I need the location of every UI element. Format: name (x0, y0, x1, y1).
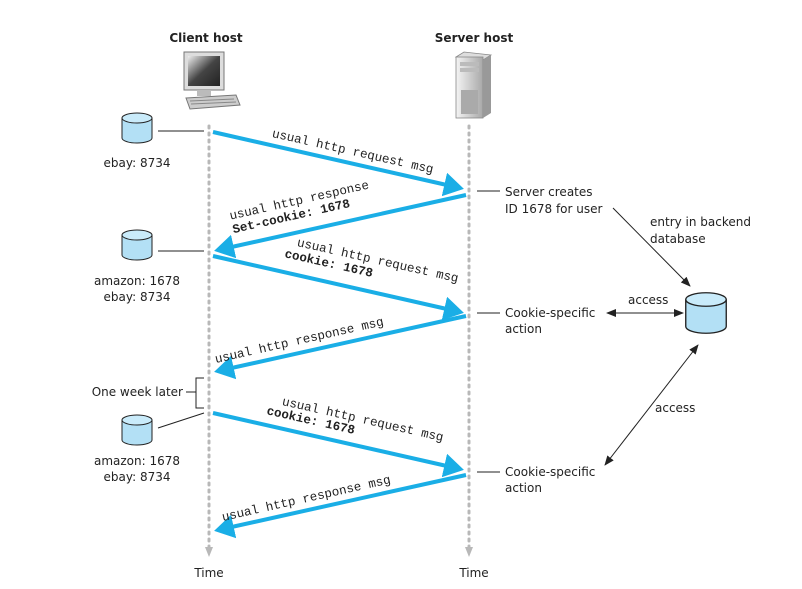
client-host-label: Client host (169, 31, 243, 45)
svg-text:Cookie-specific: Cookie-specific (505, 465, 595, 479)
client-cookie-file-3: amazon: 1678 ebay: 8734 (94, 412, 205, 484)
client-computer-icon (183, 51, 241, 110)
access-arrow-2 (604, 344, 699, 466)
message-arrows (212, 130, 467, 539)
server-note-2: Cookie-specific action (477, 306, 595, 336)
message-arrow-1 (212, 130, 464, 197)
svg-text:ebay: 8734: ebay: 8734 (104, 470, 171, 484)
database-icon (685, 292, 727, 334)
server-note-3: Cookie-specific action (477, 465, 595, 495)
server-tower-icon (454, 51, 493, 119)
message-arrow-3 (212, 254, 464, 321)
svg-text:database: database (650, 232, 706, 246)
backend-database: entry in backend database access access (604, 207, 751, 466)
one-week-later-bracket: One week later (92, 377, 204, 409)
server-time-label: Time (458, 566, 488, 580)
database-icon (121, 414, 153, 446)
svg-text:amazon: 1678: amazon: 1678 (94, 274, 180, 288)
entry-arrow (612, 207, 691, 287)
message-arrow-5 (212, 411, 464, 478)
svg-text:action: action (505, 481, 542, 495)
svg-text:Cookie-specific: Cookie-specific (505, 306, 595, 320)
svg-text:ID 1678 for user: ID 1678 for user (505, 202, 603, 216)
svg-text:ebay: 8734: ebay: 8734 (104, 156, 171, 170)
svg-text:Server creates: Server creates (505, 185, 593, 199)
svg-text:entry in backend: entry in backend (650, 215, 751, 229)
server-note-1: Server creates ID 1678 for user (477, 185, 603, 216)
client-time-label: Time (193, 566, 223, 580)
svg-text:One week later: One week later (92, 385, 183, 399)
message-arrow-2 (214, 193, 467, 259)
database-icon (121, 112, 153, 144)
svg-text:action: action (505, 322, 542, 336)
server-host-label: Server host (435, 31, 514, 45)
message-arrow-6 (214, 473, 467, 539)
client-cookie-file-1: ebay: 8734 (104, 112, 204, 170)
client-cookie-file-2: amazon: 1678 ebay: 8734 (94, 229, 204, 304)
svg-text:amazon: 1678: amazon: 1678 (94, 454, 180, 468)
message-arrow-4 (214, 314, 467, 380)
svg-text:access: access (628, 293, 668, 307)
svg-text:ebay: 8734: ebay: 8734 (104, 290, 171, 304)
database-icon (121, 229, 153, 261)
svg-text:access: access (655, 401, 695, 415)
